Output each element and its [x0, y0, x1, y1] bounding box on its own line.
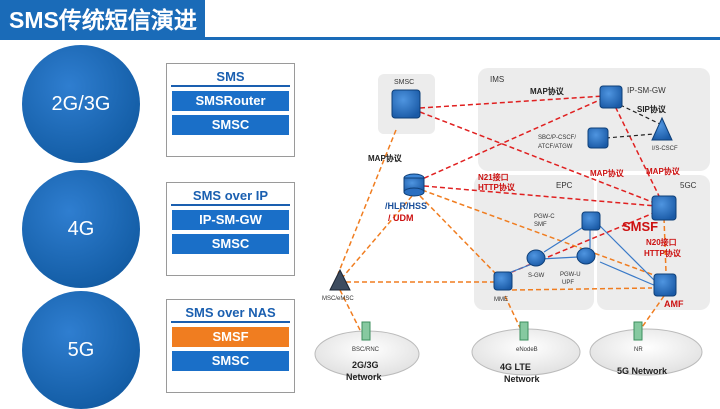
- pgwc-label-1: PGW-C: [534, 214, 555, 220]
- stack-4g: SMS over IP IP-SM-GW SMSC: [166, 182, 295, 276]
- cloud-2g3g-label-2: Network: [346, 372, 383, 382]
- generation-label: 5G: [67, 338, 95, 361]
- map-label-4: MAP协议: [646, 166, 681, 176]
- smsf-node: [651, 195, 677, 221]
- smsc-node: [391, 89, 421, 119]
- stack-block-smsc: SMSC: [172, 351, 289, 371]
- generation-circle-5g: 5G: [22, 291, 140, 409]
- sip-label: SIP协议: [637, 104, 667, 114]
- amf-label: AMF: [664, 299, 684, 309]
- ims-domain-box: [478, 68, 710, 171]
- link-smsc-ipsmgw: [419, 95, 605, 109]
- pgwu-label-1: PGW-U: [560, 272, 581, 278]
- ip-sm-gw-label: IP-SM-GW: [627, 86, 666, 95]
- link-mme-amf: [511, 287, 653, 291]
- cloud-2g3g-label-1: 2G/3G: [352, 360, 379, 370]
- stack-block-smsc: SMSC: [172, 115, 289, 135]
- pgwc-label-2: SMF: [534, 222, 547, 228]
- msc-node: [329, 268, 351, 291]
- link-smsc-msc: [337, 129, 397, 275]
- link-hlr-mme: [419, 195, 499, 277]
- stack-block-smsc: SMSC: [172, 234, 289, 254]
- stack-block-smsrouter: SMSRouter: [172, 91, 289, 111]
- iscscf-label: I/S-CSCF: [652, 146, 678, 152]
- 5gc-label: 5GC: [680, 181, 697, 190]
- generation-label: 4G: [67, 217, 95, 240]
- cloud-4g-label-2: Network: [504, 374, 541, 384]
- link-smsf-amf: [663, 217, 667, 273]
- enodeb-label: eNodeB: [516, 347, 538, 353]
- title-underline: [205, 37, 720, 40]
- cloud-5g: [589, 328, 703, 376]
- stack-header: SMS: [171, 69, 290, 87]
- stack-5g: SMS over NAS SMSF SMSC: [166, 299, 295, 393]
- generation-label: 2G/3G: [51, 92, 111, 115]
- stack-block-smsf: SMSF: [172, 327, 289, 347]
- hlr-label-2: / UDM: [388, 213, 414, 223]
- smsf-label: SMSF: [622, 219, 658, 234]
- link-amf-nr: [639, 295, 665, 331]
- stack-header: SMS over IP: [171, 188, 290, 206]
- stack-2g3g: SMS SMSRouter SMSC: [166, 63, 295, 157]
- n21-label-1: N21接口: [478, 172, 509, 182]
- link-ipsmgw-smsf: [611, 99, 661, 199]
- link-sgw-pgwu: [539, 256, 579, 260]
- cloud-5g-label: 5G Network: [617, 366, 668, 376]
- sbc-label-1: SBC/P-CSCF/: [538, 135, 576, 141]
- stack-block-ip-sm-gw: IP-SM-GW: [172, 210, 289, 230]
- link-pgwc-sgw: [543, 225, 586, 253]
- antenna-nr: [633, 321, 643, 341]
- page-title: SMS传统短信演进: [0, 0, 205, 40]
- ip-sm-gw-node: [599, 85, 623, 109]
- link-hlr-smsf: [423, 185, 657, 207]
- n20-label-1: N20接口: [646, 237, 677, 247]
- hlr-label-1: /HLR/HSS: [385, 201, 427, 211]
- link-hlr-msc: [341, 195, 413, 279]
- cloud-4g-label-1: 4G LTE: [500, 362, 531, 372]
- map-label-2: MAP协议: [368, 153, 403, 163]
- link-amf-pgwu: [599, 261, 657, 287]
- 5gc-domain-box: [597, 175, 710, 310]
- generation-circle-2g3g: 2G/3G: [22, 45, 140, 163]
- msc-label: MSC/eMSC: [322, 296, 354, 302]
- sbc-label-2: ATCF/ATGW: [538, 144, 573, 150]
- n21-label-2: HTTP协议: [478, 182, 516, 192]
- iscscf-node: [651, 116, 673, 141]
- link-hlr-amf: [421, 189, 663, 279]
- mme-node: [493, 271, 513, 291]
- stack-header: SMS over NAS: [171, 305, 290, 323]
- smsc-node-label: SMSC: [394, 79, 414, 86]
- sgw-label: S-GW: [528, 273, 545, 279]
- link-smsc-smsf: [419, 111, 661, 206]
- hlr-node-bottom: [403, 187, 425, 197]
- sbc-node: [587, 127, 609, 149]
- antenna-bsc: [361, 321, 371, 341]
- pgwc-node: [581, 211, 601, 231]
- ims-label: IMS: [490, 75, 504, 84]
- nr-label: NR: [634, 347, 643, 353]
- epc-domain-box: [474, 175, 594, 310]
- mme-label: MME: [494, 297, 508, 303]
- generation-circle-4g: 4G: [22, 170, 140, 288]
- link-amf-smf: [599, 225, 657, 283]
- antenna-enodeb: [519, 321, 529, 341]
- epc-label: EPC: [556, 181, 573, 190]
- map-label-3: MAP协议: [590, 168, 625, 178]
- link-sbc-iscscf: [605, 133, 655, 139]
- sgw-node: [526, 249, 546, 267]
- link-ipsmgw-hlr: [419, 97, 605, 181]
- link-mme-enodeb: [504, 295, 523, 333]
- amf-node: [653, 273, 677, 297]
- n20-label-2: HTTP协议: [644, 248, 682, 258]
- map-label-1: MAP协议: [530, 86, 565, 96]
- pgwu-label-2: UPF: [562, 280, 574, 286]
- pgwu-node: [576, 247, 596, 265]
- bsc-label: BSC/RNC: [352, 347, 380, 353]
